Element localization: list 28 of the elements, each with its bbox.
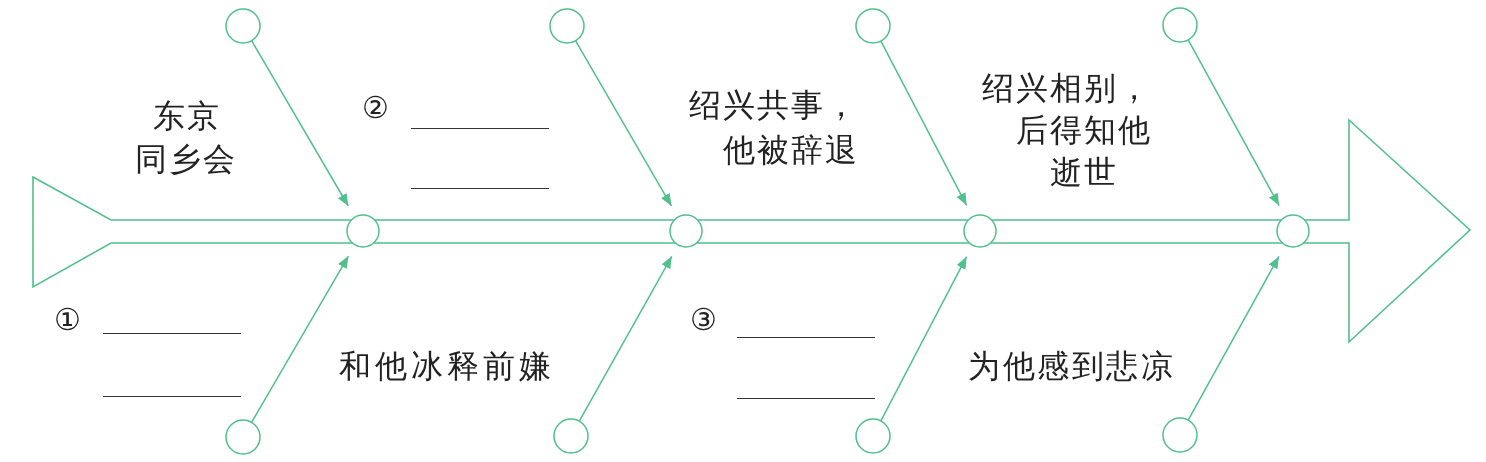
arrow — [250, 255, 350, 424]
arrow — [1187, 255, 1280, 421]
hollow-circle — [225, 8, 261, 44]
hollow-circle — [553, 418, 589, 454]
hollow-circle — [855, 8, 891, 44]
arrow — [250, 39, 350, 207]
event-label: 东京同乡会 — [135, 97, 238, 179]
hollow-circle — [669, 214, 703, 248]
hollow-circle — [1162, 417, 1198, 453]
event-label: 和他冰释前嫌 — [339, 347, 555, 386]
hollow-circle — [1276, 214, 1310, 248]
arrow — [578, 255, 673, 422]
arrow — [1187, 39, 1280, 207]
arrow — [574, 39, 673, 207]
event-label: 绍兴相别，后得知他逝世 — [981, 69, 1153, 192]
hollow-circle — [1162, 7, 1198, 43]
hollow-circle — [855, 418, 891, 454]
hollow-circle — [549, 8, 585, 44]
question-number: ① — [54, 302, 81, 338]
question-number: ③ — [690, 302, 717, 338]
hollow-circle — [346, 214, 380, 248]
arrow — [880, 255, 968, 422]
arrow — [880, 40, 968, 207]
question-number: ② — [362, 90, 389, 126]
hollow-circle — [225, 419, 261, 455]
hollow-circle — [963, 214, 997, 248]
event-label: 绍兴共事，他被辞退 — [688, 86, 860, 170]
event-label: 为他感到悲凉 — [968, 347, 1175, 386]
